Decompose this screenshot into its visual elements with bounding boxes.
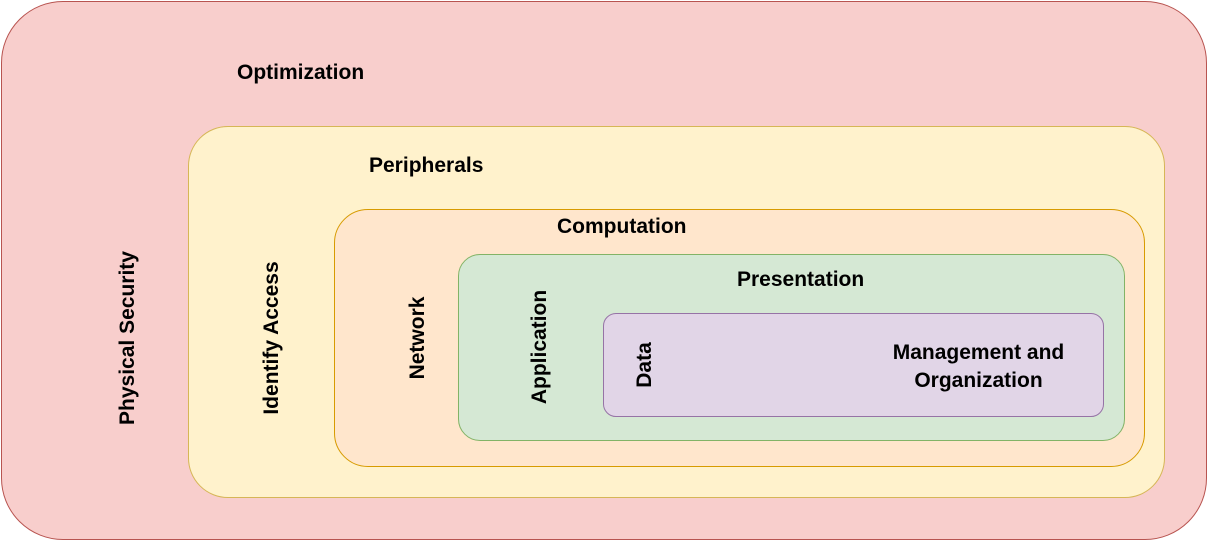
data-label: Data <box>633 342 656 388</box>
network-label: Network <box>406 296 429 380</box>
peripherals-title: Peripherals <box>369 154 484 177</box>
management-organization-title: Management and Organization <box>892 341 1065 392</box>
computation-title: Computation <box>557 215 687 238</box>
physical-security-label: Physical Security <box>116 251 139 425</box>
application-label: Application <box>528 289 551 405</box>
optimization-title: Optimization <box>237 61 365 84</box>
data-layer <box>603 313 1104 417</box>
presentation-title: Presentation <box>737 268 865 291</box>
identify-access-label: Identify Access <box>260 261 283 415</box>
